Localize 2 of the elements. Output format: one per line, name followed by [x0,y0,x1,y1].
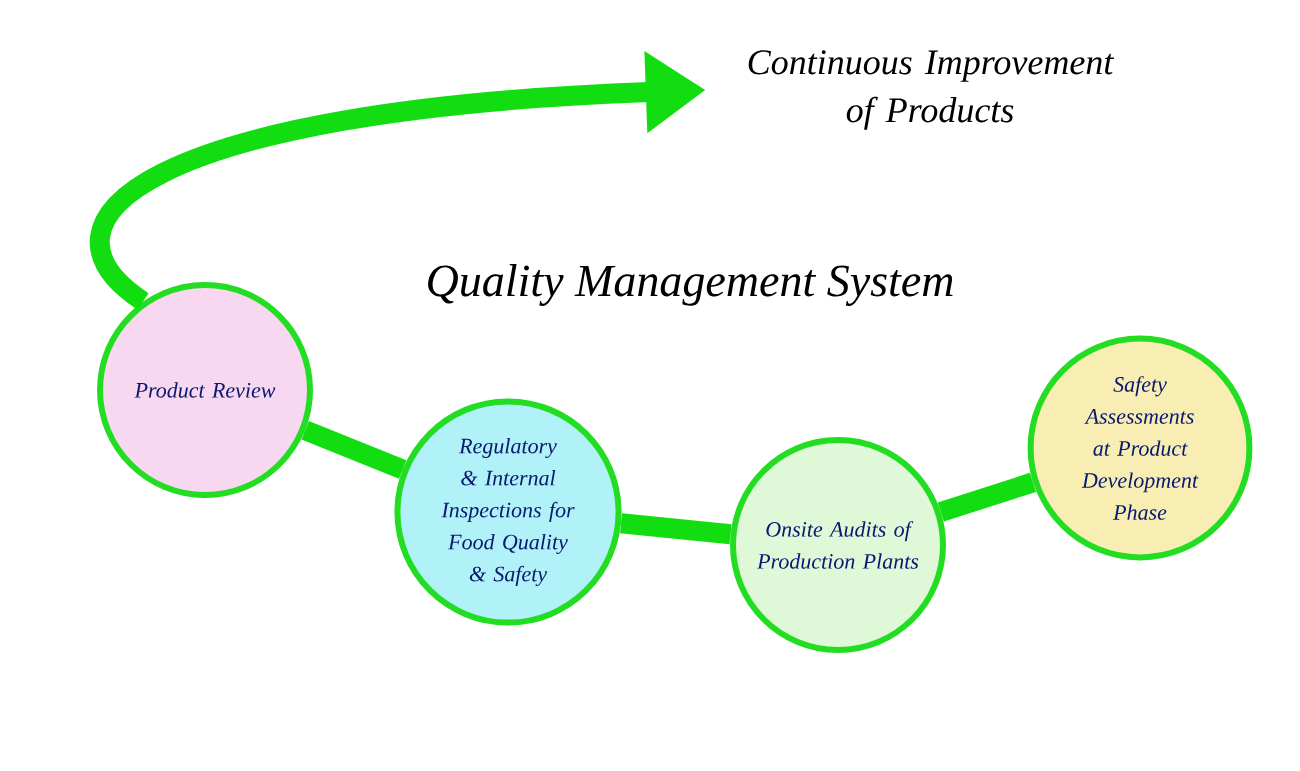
title: Quality Management System [428,264,953,306]
goal-text: Continuous Improvement of Products [748,50,1115,130]
